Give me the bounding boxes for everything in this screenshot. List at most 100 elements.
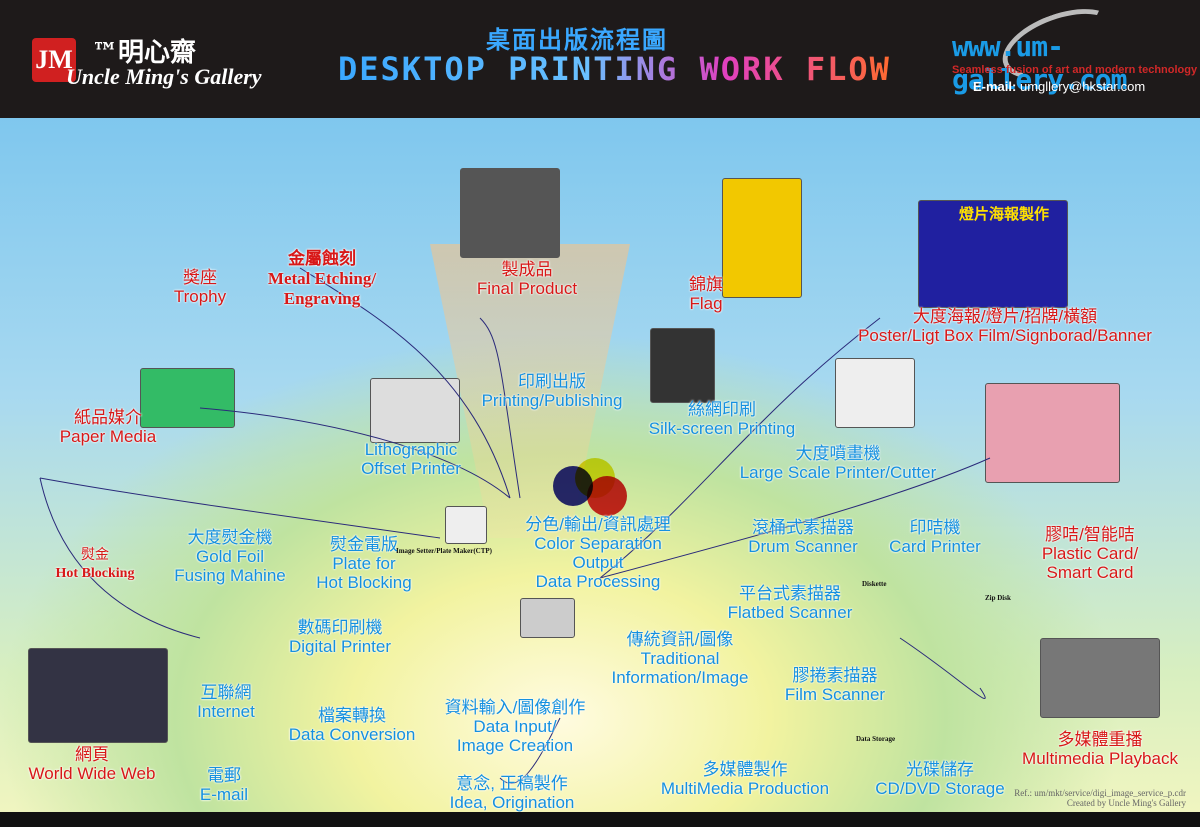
node-label-en: Flatbed Scanner — [727, 603, 853, 622]
website-link[interactable]: www.um-gallery.com — [952, 30, 1127, 96]
node-label-en: Multimedia Playback — [1022, 749, 1178, 768]
data-storage-label: Data Storage — [856, 735, 896, 743]
node-label-en: Digital Printer — [288, 637, 392, 656]
node-label-en: Trophy — [173, 287, 227, 306]
ctp-label: Image Setter/Plate Maker(CTP) — [396, 547, 493, 555]
node-label-cn: 大度熨金機 — [187, 528, 273, 547]
node-label-cn: 獎座 — [183, 268, 217, 287]
logo-en: Uncle Ming's Gallery — [66, 64, 262, 89]
node-label-en: World Wide Web — [28, 764, 156, 783]
node-label-cn: 錦旗 — [689, 275, 723, 294]
header: JM ™明心齋 Uncle Ming's Gallery 桌面出版流程圖 DES… — [0, 0, 1200, 118]
silkscreen-image — [650, 328, 715, 403]
arrow — [299, 267, 511, 499]
node-label-cn: 滾桶式素描器 — [751, 518, 854, 537]
website-image — [28, 648, 168, 743]
node-label-cn: 大度海報/燈片/招牌/橫額 — [912, 307, 1098, 326]
node-label-cn: 大度噴畫機 — [795, 444, 881, 463]
node-label-cn: Lithographic — [364, 440, 458, 459]
footer-bar — [0, 812, 1200, 827]
arrow — [499, 717, 561, 784]
node-label-cn: 意念, 正稿製作 — [456, 774, 568, 793]
zip-disk-label: Zip Disk — [985, 594, 1011, 602]
node-label-cn: 檔案轉換 — [318, 706, 386, 725]
flow-arrows — [39, 267, 991, 784]
node-label-cn: 膠捲素描器 — [792, 666, 878, 685]
node-label-en3: Data Processing — [535, 572, 661, 591]
arrow — [39, 477, 441, 539]
ref-line: Ref.: um/mkt/service/digi_image_service_… — [1014, 788, 1186, 798]
node-label-en2: Engraving — [283, 289, 361, 308]
node-label-en: Metal Etching/ — [267, 269, 377, 288]
title-cn: 桌面出版流程圖 — [486, 26, 668, 54]
arrow — [199, 407, 511, 499]
logo-cn: ™明心齋 — [92, 38, 197, 68]
cards-image — [985, 383, 1120, 483]
books-image — [140, 368, 235, 428]
node-label-cn: 紙品媒介 — [73, 408, 142, 427]
node-label-en: Card Printer — [889, 537, 981, 556]
node-label-en: Data Input/ — [473, 717, 557, 736]
node-label-en: Idea, Origination — [449, 793, 575, 812]
node-label-en: Drum Scanner — [748, 537, 858, 556]
node-label-en: MultiMedia Production — [660, 779, 830, 798]
node-label-cn: 多媒體製作 — [702, 760, 788, 779]
node-12: 熨金 Hot Blocking — [56, 545, 135, 583]
poster-title: 燈片海報製作 — [959, 205, 1050, 223]
logo: JM — [32, 38, 76, 82]
node-label-cn: 熨金電版 — [330, 535, 398, 554]
node-label-cn: 印刷出版 — [518, 372, 586, 391]
node-label-en: E-mail — [199, 785, 249, 804]
computer-image — [520, 598, 575, 638]
color-circle-icon — [587, 476, 627, 516]
email-address[interactable]: umgllery@hkstar.com — [1019, 79, 1146, 94]
tagline: Seamless fusion of art and modern techno… — [952, 64, 1198, 76]
node-label-en: Flag — [689, 294, 723, 313]
diskette-label: Diskette — [862, 580, 887, 588]
large-printer-image — [835, 358, 915, 428]
node-label-cn: 互聯網 — [200, 683, 252, 702]
node-label-cn: 熨金 — [81, 546, 109, 562]
node-label-en: Traditional — [640, 649, 720, 668]
node-label-en: Plate for — [332, 554, 396, 573]
node-label-cn: 分色/輸出/資訊處理 — [525, 515, 671, 534]
node-label-cn: 印咭機 — [909, 518, 961, 537]
email-label: E-mail: — [973, 79, 1017, 94]
node-label-en: Offset Printer — [361, 459, 461, 478]
node-label-en2: Hot Blocking — [316, 573, 412, 592]
node-label-en: Hot Blocking — [55, 566, 135, 581]
node-label-cn: 資料輸入/圖像創作 — [444, 698, 586, 717]
node-label-cn: 電郵 — [206, 766, 241, 785]
node-label-cn: 網頁 — [74, 745, 109, 764]
node-label-en: Paper Media — [59, 427, 157, 446]
email: E-mail: umgllery@hkstar.com — [973, 79, 1145, 94]
lightbox-poster-image: 燈片海報製作 — [918, 200, 1068, 308]
node-label-en: Poster/Ligt Box Film/Signborad/Banner — [858, 326, 1152, 345]
node-label-cn: 膠咭/智能咭 — [1045, 525, 1135, 544]
arrow — [899, 637, 986, 699]
node-label-en: Film Scanner — [784, 685, 886, 704]
node-label-en: CD/DVD Storage — [875, 779, 1005, 798]
node-label-cn: 光碟儲存 — [906, 760, 974, 779]
node-label-en2: Image Creation — [456, 736, 574, 755]
node-label-en2: Information/Image — [611, 668, 749, 687]
node-label-en: Color Separation — [534, 534, 662, 553]
node-label-en: Internet — [197, 702, 255, 721]
node-label-en2: Output — [572, 553, 624, 572]
